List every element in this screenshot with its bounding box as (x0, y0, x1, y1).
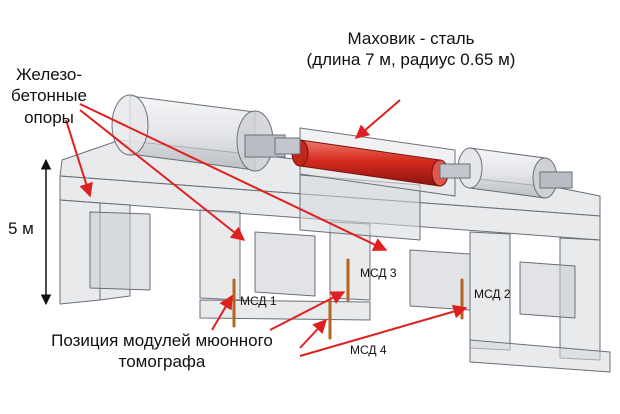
module-msd4-label: МСД 4 (350, 343, 387, 357)
arrow-supports-2 (79, 109, 246, 241)
supports-label-line1: Железо- (15, 65, 83, 84)
supports-label-line2: бетонные (11, 86, 87, 106)
flywheel-label: Маховик - сталь (длина 7 м, радиус 0.65 … (276, 28, 546, 71)
position-label: Позиция модулей мюонного томографа (32, 330, 292, 373)
annotation-arrows (65, 99, 468, 357)
arrow-supports-1 (65, 119, 93, 198)
supports-label-line3: опоры (24, 107, 74, 127)
position-label-line2: томографа (118, 352, 206, 372)
module-msd3-label: МСД 3 (360, 266, 397, 280)
height-label: 5 м (8, 219, 34, 238)
arrow-position-1 (211, 294, 233, 331)
arrow-position-2 (269, 291, 346, 331)
supports-label: Железо- бетонные опоры (4, 64, 94, 128)
left-drum (111, 94, 286, 172)
position-label-line1: Позиция модулей мюонного (51, 331, 273, 350)
arrow-supports-3 (79, 103, 388, 251)
arrow-flywheel (354, 99, 401, 139)
module-msd1-label: МСД 1 (240, 294, 277, 308)
concrete-supports (59, 139, 611, 373)
shaft (274, 137, 471, 179)
arrow-position-3 (299, 318, 327, 349)
flywheel-label-line2: (длина 7 м, радиус 0.65 м) (306, 50, 516, 70)
flywheel-label-line1: Маховик - сталь (347, 29, 475, 48)
module-msd2-label: МСД 2 (474, 287, 511, 301)
arrow-position-4 (299, 304, 468, 357)
